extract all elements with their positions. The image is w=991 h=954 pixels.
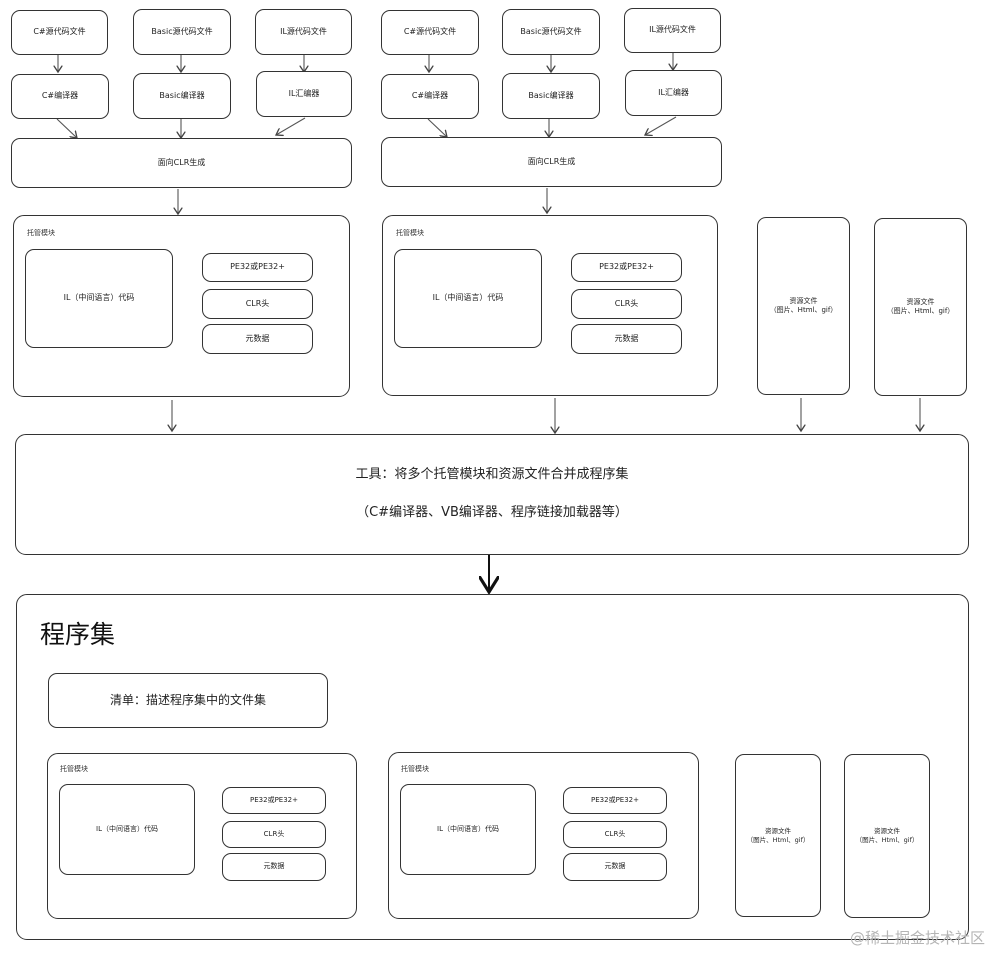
pe-header-block: PE32或PE32+ — [571, 253, 682, 282]
resource-file-top-1: 资源文件 （图片、Html、gif） — [757, 217, 850, 395]
assembly-title: 程序集 — [40, 620, 116, 649]
compiler-basic-right: Basic编译器 — [502, 73, 600, 119]
source-file-csharp-left: C#源代码文件 — [11, 10, 108, 55]
arrow-compiler-to-clr-3 — [276, 117, 306, 135]
managed-module-title: 托管模块 — [401, 765, 429, 773]
source-file-il-left: IL源代码文件 — [255, 9, 352, 55]
metadata-block: 元数据 — [222, 853, 326, 881]
il-code-block: IL（中间语言）代码 — [400, 784, 536, 875]
metadata-block: 元数据 — [571, 324, 682, 354]
il-code-block: IL（中间语言）代码 — [394, 249, 542, 348]
assembly-managed-module-2: 托管模块 IL（中间语言）代码 PE32或PE32+ CLR头 元数据 — [388, 752, 699, 919]
pe-header-block: PE32或PE32+ — [563, 787, 667, 814]
managed-module-title: 托管模块 — [60, 765, 88, 773]
pe-header-block: PE32或PE32+ — [202, 253, 313, 282]
assembly-managed-module-1: 托管模块 IL（中间语言）代码 PE32或PE32+ CLR头 元数据 — [47, 753, 357, 919]
clr-header-block: CLR头 — [202, 289, 313, 319]
pe-header-block: PE32或PE32+ — [222, 787, 326, 814]
source-file-basic-left: Basic源代码文件 — [133, 9, 231, 55]
assembler-il-left: IL汇编器 — [256, 71, 352, 117]
managed-module-title: 托管模块 — [396, 229, 424, 237]
assembly-resource-file-1: 资源文件 （图片、Html、gif） — [735, 754, 821, 917]
watermark: @稀土掘金技术社区 — [849, 929, 985, 947]
compiler-csharp-right: C#编译器 — [381, 74, 479, 119]
source-file-basic-right: Basic源代码文件 — [502, 9, 600, 55]
managed-module-right: 托管模块 IL（中间语言）代码 PE32或PE32+ CLR头 元数据 — [382, 215, 718, 396]
clr-header-block: CLR头 — [563, 821, 667, 848]
clr-generation-right: 面向CLR生成 — [381, 137, 722, 187]
clr-header-block: CLR头 — [222, 821, 326, 848]
arrow-compiler-to-clr-1 — [56, 118, 77, 138]
managed-module-left: 托管模块 IL（中间语言）代码 PE32或PE32+ CLR头 元数据 — [13, 215, 350, 397]
metadata-block: 元数据 — [563, 853, 667, 881]
arrow-compiler-to-clr-4 — [427, 118, 447, 137]
tool-box: 工具：将多个托管模块和资源文件合并成程序集 （C#编译器、VB编译器、程序链接加… — [15, 434, 969, 555]
managed-module-title: 托管模块 — [27, 229, 55, 237]
assembly-resource-file-2: 资源文件 （图片、Html、gif） — [844, 754, 930, 918]
clr-header-block: CLR头 — [571, 289, 682, 319]
compiler-csharp-left: C#编译器 — [11, 74, 109, 119]
tool-line-2: （C#编译器、VB编译器、程序链接加载器等） — [356, 504, 628, 520]
il-code-block: IL（中间语言）代码 — [59, 784, 195, 875]
assembler-il-right: IL汇编器 — [625, 70, 722, 116]
metadata-block: 元数据 — [202, 324, 313, 354]
clr-generation-left: 面向CLR生成 — [11, 138, 352, 188]
compiler-basic-left: Basic编译器 — [133, 73, 231, 119]
resource-file-top-2: 资源文件 （图片、Html、gif） — [874, 218, 967, 396]
il-code-block: IL（中间语言）代码 — [25, 249, 173, 348]
manifest-box: 清单：描述程序集中的文件集 — [48, 673, 328, 728]
arrow-compiler-to-clr-6 — [645, 116, 677, 135]
source-file-csharp-right: C#源代码文件 — [381, 10, 479, 55]
tool-line-1: 工具：将多个托管模块和资源文件合并成程序集 — [355, 467, 629, 483]
source-file-il-right: IL源代码文件 — [624, 8, 721, 53]
